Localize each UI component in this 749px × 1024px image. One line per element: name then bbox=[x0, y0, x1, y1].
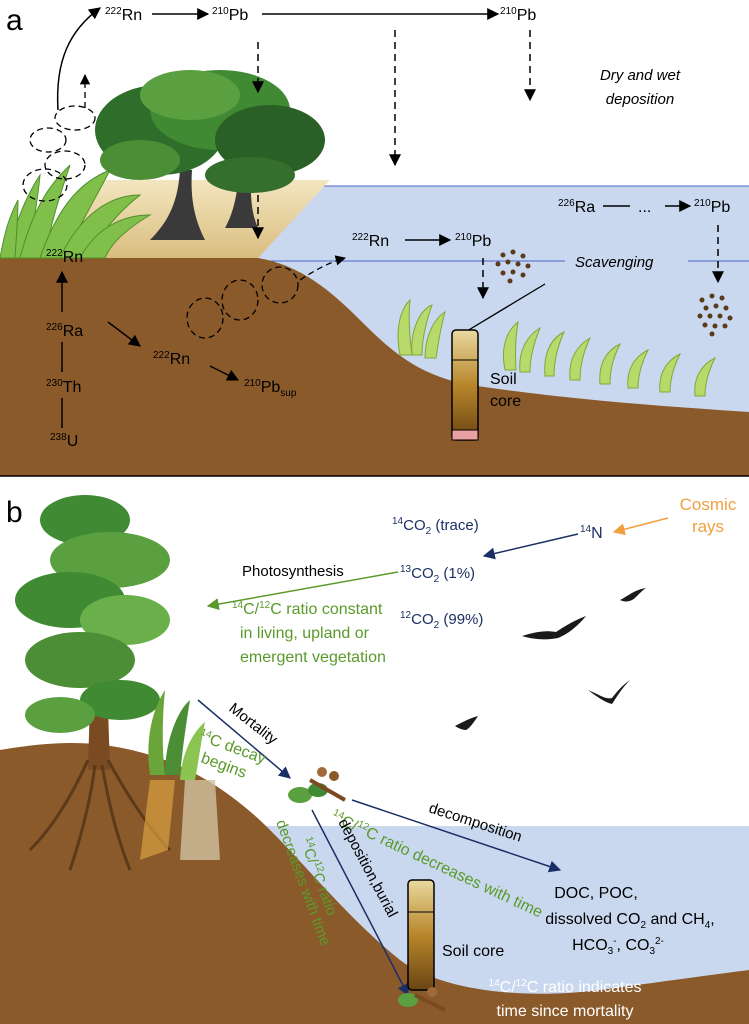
deposition-label-2: deposition bbox=[606, 91, 674, 108]
cosmic-rays-label-2: rays bbox=[692, 517, 724, 536]
ellipsis-label: ... bbox=[638, 199, 651, 216]
panel-b-letter: b bbox=[6, 496, 23, 529]
products-line-1: DOC, POC, bbox=[554, 885, 638, 902]
arrow-cosmic-to-n bbox=[612, 517, 669, 536]
indicates-line-1: 14C/12C ratio indicates bbox=[489, 978, 642, 996]
arrow-rn-emission bbox=[56, 7, 101, 111]
plant-litter-icon bbox=[288, 767, 346, 803]
photosynthesis-label: Photosynthesis bbox=[242, 563, 344, 580]
arrow-decomposition bbox=[351, 799, 562, 873]
chain-ra-label: 226Ra bbox=[46, 322, 83, 340]
pb-sup-label: 210Pbsup bbox=[244, 378, 297, 399]
rn-diffusion-loops-air bbox=[22, 73, 96, 202]
arrow-soil-rn-to-pbsup bbox=[209, 365, 240, 381]
indicates-line-2: time since mortality bbox=[497, 1003, 634, 1020]
rn-diffusion-loops-soil bbox=[186, 255, 347, 339]
n14-label: 14N bbox=[580, 524, 603, 542]
arrow-ra-to-soil-rn bbox=[107, 321, 141, 347]
soil-core-b bbox=[407, 879, 435, 991]
soil-core-label-2: core bbox=[490, 393, 521, 410]
soil-core-label-1: Soil bbox=[490, 371, 517, 388]
soil-core-b-label: Soil core bbox=[442, 943, 504, 960]
ratio-constant-line-2: in living, upland or bbox=[240, 625, 370, 642]
arrow-photosynthesis bbox=[206, 571, 399, 611]
buried-litter-icon bbox=[398, 987, 446, 1012]
cosmic-rays-label-1: Cosmic bbox=[680, 495, 737, 514]
panel-b: b Cosmic rays 14N 14CO2 (trace) 13CO2 (1… bbox=[0, 495, 749, 1024]
co2-14-label: 14CO2 (trace) bbox=[392, 516, 479, 537]
particles-right bbox=[697, 293, 733, 337]
ra-right-label: 226Ra bbox=[558, 198, 595, 216]
products-line-3: HCO3-, CO32- bbox=[572, 936, 664, 957]
grass-clump-left bbox=[0, 164, 152, 259]
ratio-constant-line-3: emergent vegetation bbox=[240, 649, 386, 666]
co2-12-label: 12CO2 (99%) bbox=[400, 610, 483, 631]
aquatic-vegetation bbox=[397, 298, 717, 397]
particles-water bbox=[495, 249, 531, 284]
panel-a-letter: a bbox=[6, 4, 23, 37]
deposition-pointer-line bbox=[461, 283, 546, 335]
top-pb2-label: 210Pb bbox=[500, 6, 536, 24]
arrow-mortality bbox=[197, 699, 291, 779]
soil-rn-label: 222Rn bbox=[153, 350, 190, 368]
water-rn-label: 222Rn bbox=[352, 232, 389, 250]
chain-u-label: 238U bbox=[50, 432, 78, 450]
chain-th-label: 230Th bbox=[46, 378, 81, 396]
emergent-grass-icon bbox=[140, 690, 220, 860]
pb-right-label: 210Pb bbox=[694, 198, 730, 216]
soil-core-a bbox=[451, 329, 479, 441]
co2-13-label: 13CO2 (1%) bbox=[400, 564, 475, 585]
arrow-n-to-co2 bbox=[482, 533, 579, 560]
scavenging-label: Scavenging bbox=[575, 254, 654, 271]
deposition-label-1: Dry and wet bbox=[600, 67, 681, 84]
top-rn-label: 222Rn bbox=[105, 6, 142, 24]
water-pb-label: 210Pb bbox=[455, 232, 491, 250]
bird-icons bbox=[455, 588, 646, 730]
cypress-tree-icon bbox=[15, 495, 172, 871]
arrow-deposition-burial bbox=[311, 809, 409, 997]
top-pb1-label: 210Pb bbox=[212, 6, 248, 24]
grass-rn-label: 222Rn bbox=[46, 248, 83, 266]
panel-a: a 222Rn bbox=[0, 4, 749, 476]
products-line-2: dissolved CO2 and CH4, bbox=[545, 911, 714, 931]
ratio-constant-line-1: 14C/12C ratio constant bbox=[232, 600, 383, 618]
